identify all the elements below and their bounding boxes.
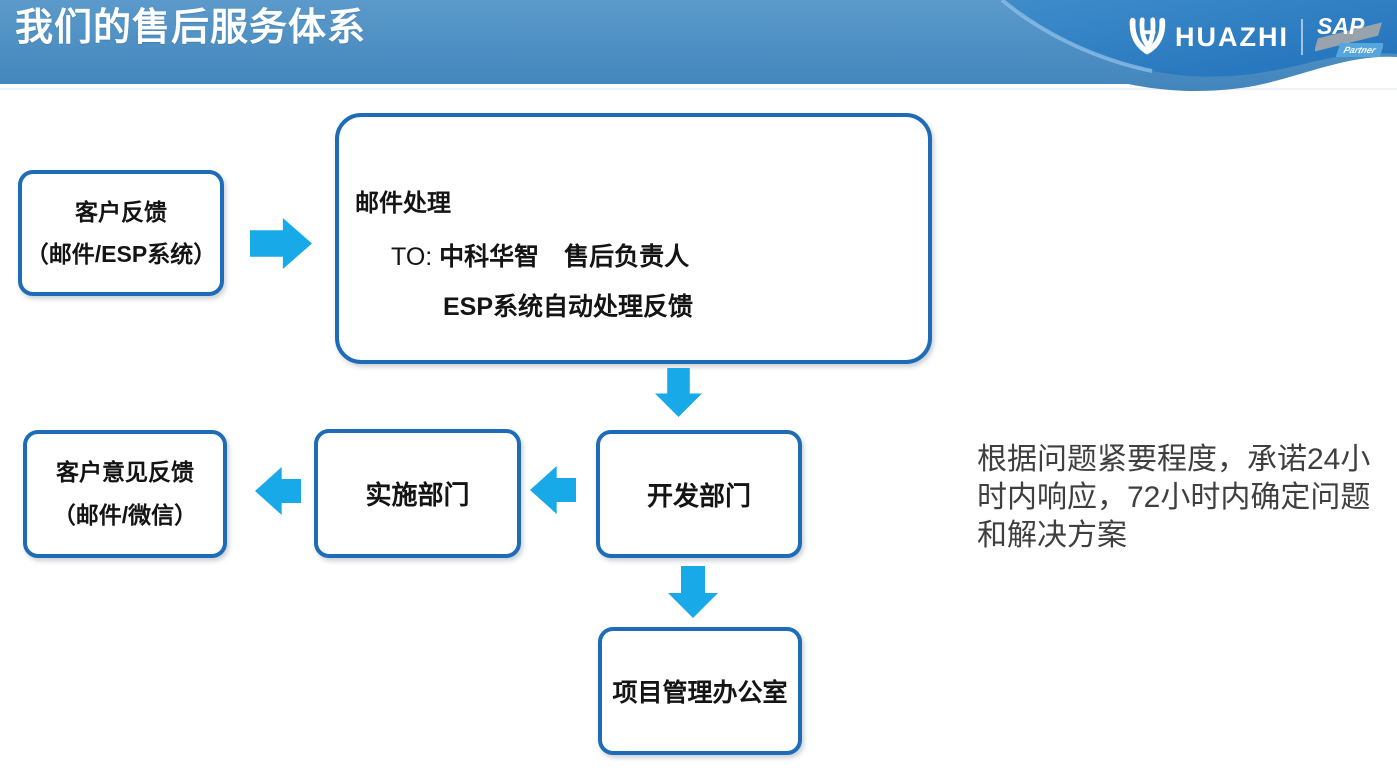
- header-banner: 我们的售后服务体系 HUAZHI SAP Partner: [0, 0, 1397, 100]
- customer-feedback-line2: （邮件/ESP系统）: [25, 241, 217, 267]
- customer-feedback-line1: 客户反馈: [75, 199, 167, 225]
- customer-opinion-feedback-box: 客户意见反馈 （邮件/微信）: [23, 430, 227, 558]
- email-processing-recipient: TO: 中科华智 售后负责人: [391, 237, 689, 273]
- sap-partner-label: Partner: [1336, 43, 1383, 57]
- customer-feedback-box: 客户反馈 （邮件/ESP系统）: [18, 170, 224, 296]
- to-value: 中科华智 售后负责人: [432, 243, 690, 271]
- sap-logo-text: SAP: [1317, 14, 1365, 39]
- implementation-dept-box: 实施部门: [314, 429, 521, 558]
- sla-annotation-text: 根据问题紧要程度，承诺24小时内响应，72小时内确定问题和解决方案: [977, 443, 1371, 552]
- pmo-box: 项目管理办公室: [598, 627, 802, 755]
- logo-divider: [1301, 19, 1303, 55]
- huazhi-logo-icon: [1129, 17, 1166, 55]
- arrow-right-icon: [250, 218, 312, 269]
- arrow-left-icon: [255, 467, 301, 515]
- email-processing-title: 邮件处理: [355, 190, 451, 217]
- development-dept-label: 开发部门: [646, 480, 751, 511]
- to-prefix: TO:: [391, 243, 433, 271]
- email-processing-box: 邮件处理 TO: 中科华智 售后负责人 ESP系统自动处理反馈: [335, 113, 932, 364]
- arrow-down-icon: [668, 566, 718, 618]
- email-processing-esp-line: ESP系统自动处理反馈: [443, 293, 694, 321]
- arrow-left-icon: [530, 466, 576, 514]
- huazhi-logo: HUAZHI: [1126, 16, 1289, 58]
- development-dept-box: 开发部门: [596, 430, 802, 558]
- page-title: 我们的售后服务体系: [15, 7, 367, 49]
- sap-partner-logo: SAP Partner: [1315, 14, 1383, 60]
- implementation-dept-label: 实施部门: [365, 480, 470, 510]
- logo-row: HUAZHI SAP Partner: [1126, 13, 1383, 61]
- pmo-label: 项目管理办公室: [612, 679, 788, 707]
- header-swoosh-graphic: [0, 0, 1397, 91]
- huazhi-logo-text: HUAZHI: [1175, 21, 1289, 52]
- customer-opinion-line2: （邮件/微信）: [52, 502, 198, 528]
- arrow-down-icon: [655, 368, 702, 417]
- customer-opinion-line1: 客户意见反馈: [56, 459, 194, 485]
